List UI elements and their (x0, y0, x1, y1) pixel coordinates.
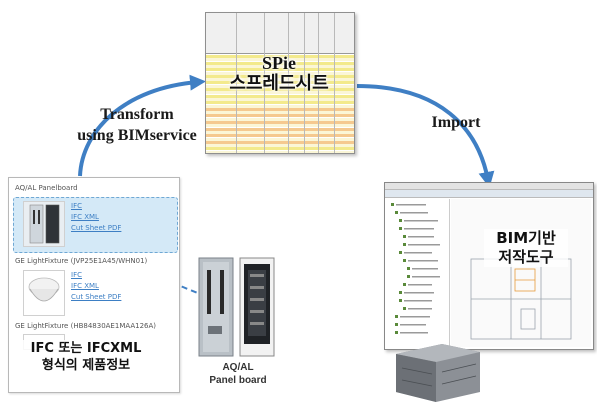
spreadsheet-row (206, 147, 354, 151)
ifc-xml-link[interactable]: IFC XML (71, 213, 99, 221)
spreadsheet-row (206, 88, 354, 91)
spreadsheet-row (206, 130, 354, 134)
panel-board-caption: AQ/AL Panel board (198, 361, 278, 387)
spreadsheet-row (206, 101, 354, 105)
spreadsheet-row (206, 144, 354, 148)
spreadsheet-caption: SPie 스프레드시트 (205, 53, 353, 95)
ifc-xml-link[interactable]: IFC XML (71, 282, 99, 290)
spreadsheet-header (206, 13, 354, 54)
spreadsheet-row (206, 127, 354, 131)
spreadsheet-row (206, 94, 354, 98)
panel-board-caption-line2: Panel board (209, 375, 267, 386)
spreadsheet-row (206, 107, 354, 111)
spreadsheet-row (206, 74, 354, 78)
product-info-caption-line2: 형식의 제품정보 (41, 358, 131, 373)
project-tree-lines (391, 203, 440, 334)
spreadsheet-row (206, 117, 354, 121)
spreadsheet-row (206, 124, 354, 128)
spreadsheet-row (206, 71, 354, 75)
spreadsheet-row (206, 64, 354, 68)
panel-board-image (198, 257, 275, 357)
spreadsheet-row (206, 111, 354, 115)
spreadsheet-row (206, 97, 354, 101)
panelboard-thumbnail (23, 201, 65, 247)
cut-sheet-pdf-link[interactable]: Cut Sheet PDF (71, 293, 122, 301)
spreadsheet-row (206, 137, 354, 141)
menu-bar (385, 183, 593, 190)
transform-label-line2: using BIMservice (77, 127, 197, 144)
ifc-link[interactable]: IFC (71, 202, 82, 210)
spreadsheet-row (206, 91, 354, 95)
spreadsheet-row (206, 61, 354, 65)
spie-spreadsheet-thumbnail (205, 12, 355, 154)
ifc-link[interactable]: IFC (71, 271, 82, 279)
spreadsheet-row (206, 81, 354, 85)
panel-board-caption-line1: AQ/AL (222, 362, 254, 373)
transform-label-line1: Transform (100, 106, 174, 123)
project-tree (387, 199, 450, 347)
spreadsheet-row (206, 84, 354, 88)
spreadsheet-row (206, 150, 354, 153)
product-info-caption-line1: IFC 또는 IFCXML (30, 341, 142, 356)
light-fixture-thumbnail (23, 270, 65, 316)
floor-plan-view (451, 199, 591, 347)
transform-label: Transform using BIMservice (52, 104, 222, 146)
spreadsheet-row (206, 121, 354, 124)
spreadsheet-row (206, 104, 354, 108)
bim-tool-caption: BIM기반 저작도구 (484, 229, 568, 267)
spreadsheet-row (206, 140, 354, 144)
spreadsheet-caption-line1: SPie (262, 53, 296, 73)
spreadsheet-row (206, 55, 354, 58)
import-arrow (356, 84, 495, 188)
building-3d-model (396, 344, 480, 402)
product-title: AQ/AL Panelboard (15, 184, 78, 192)
spreadsheet-row (206, 134, 354, 138)
spreadsheet-row (206, 114, 354, 118)
product-title: GE LightFixture (HB84830AE1MAA126A) (15, 322, 157, 330)
product-title: GE LightFixture (JVP25E1A45/WHN01) (15, 257, 148, 265)
product-info-caption: IFC 또는 IFCXML 형식의 제품정보 (16, 340, 156, 374)
spreadsheet-row (206, 78, 354, 82)
cut-sheet-pdf-link[interactable]: Cut Sheet PDF (71, 224, 122, 232)
import-label: Import (431, 114, 481, 131)
toolbar (385, 190, 593, 198)
spreadsheet-row (206, 68, 354, 72)
spreadsheet-caption-line2: 스프레드시트 (229, 73, 329, 94)
floor-plan-drawing (470, 258, 572, 340)
bim-tool-caption-line1: BIM기반 (496, 229, 556, 247)
spreadsheet-row (206, 58, 354, 62)
bim-tool-caption-line2: 저작도구 (498, 248, 554, 266)
